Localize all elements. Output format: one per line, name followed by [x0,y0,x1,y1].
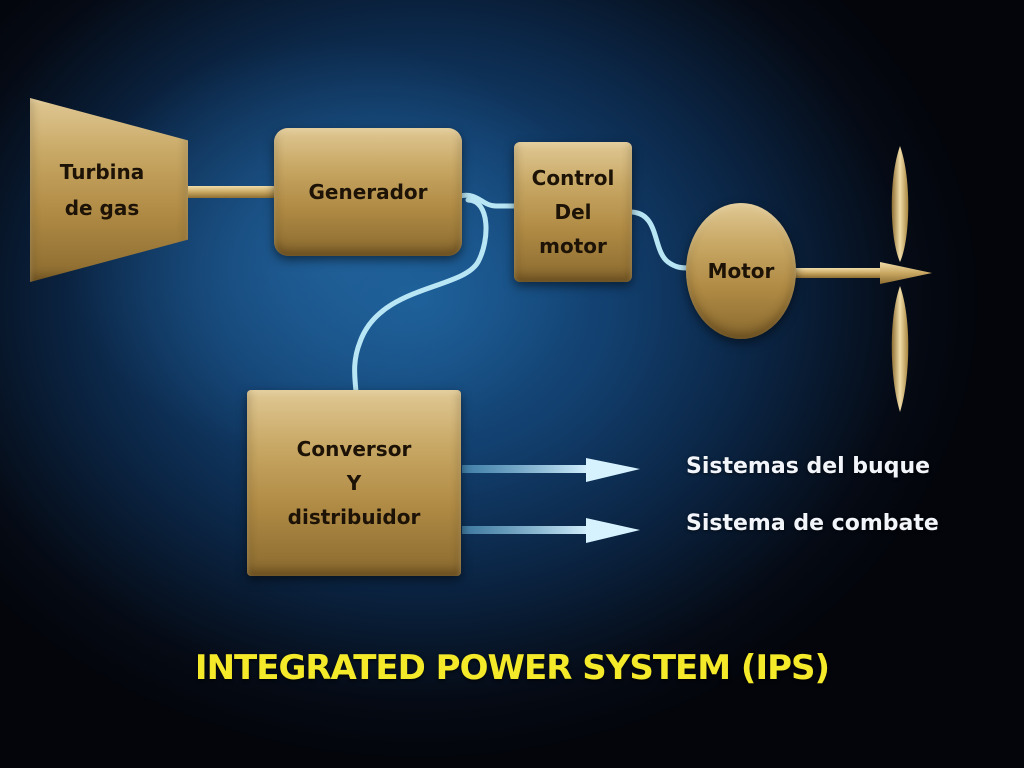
combat-system-arrow [462,518,640,543]
diagram-title: INTEGRATED POWER SYSTEM (IPS) [194,648,830,688]
converter-distributor-label: Conversor Y distribuidor [287,437,421,529]
motor-label: Motor [707,259,775,283]
gas-turbine-label: Turbina de gas [59,160,145,220]
control-motor-cable [627,209,693,271]
generator-control-cable [457,192,519,209]
propeller-icon [880,146,932,412]
ship-systems-arrow [462,458,640,482]
converter-distributor-block: Conversor Y distribuidor [247,390,461,576]
motor-block: Motor [686,203,796,339]
ship-systems-label: Sistemas del buque [686,454,931,479]
generator-converter-cable [352,197,489,395]
generator-label: Generador [308,180,428,204]
combat-system-label: Sistema de combate [686,511,939,536]
turbine-generator-shaft [186,186,276,198]
motor-control-label: Control Del motor [531,166,615,258]
motor-propeller-shaft [794,268,888,278]
motor-control-block: Control Del motor [514,142,632,282]
generator-block: Generador [274,128,462,256]
